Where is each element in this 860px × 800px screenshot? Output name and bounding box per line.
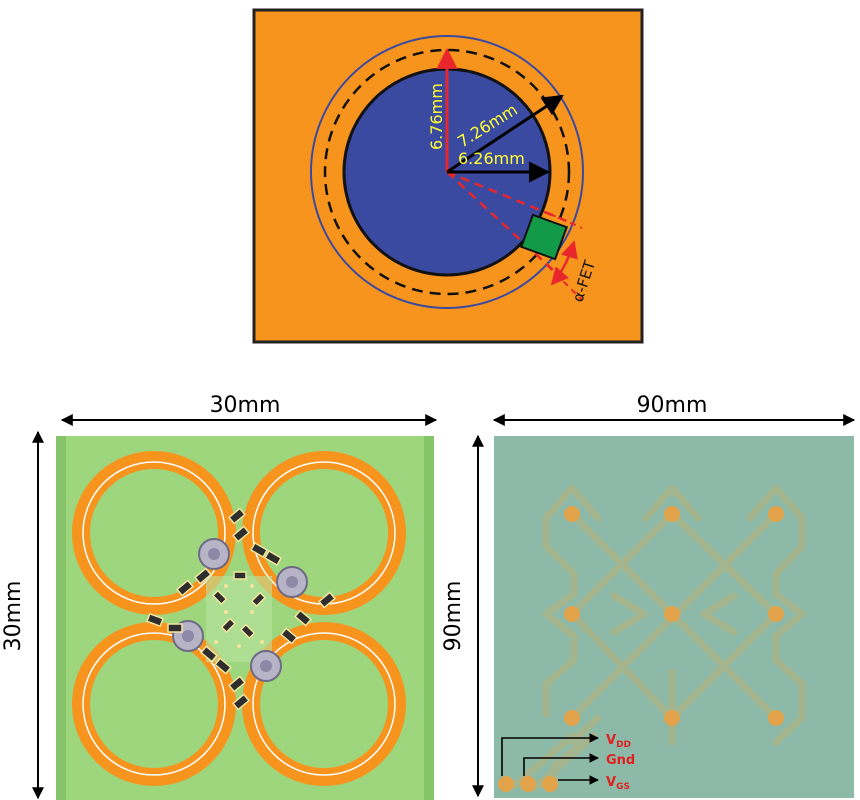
center-pad-area bbox=[206, 576, 272, 662]
smd-part bbox=[239, 623, 256, 640]
smd-part bbox=[228, 507, 246, 525]
solder-pad bbox=[224, 584, 228, 588]
board-edge-left bbox=[56, 436, 66, 800]
outer-ring-outline bbox=[310, 35, 584, 309]
ring-bottom-right bbox=[242, 622, 406, 786]
routing-traces bbox=[510, 484, 806, 792]
switch-angle-arrow bbox=[550, 240, 578, 286]
smd-part bbox=[232, 693, 250, 711]
routing-board: VDD Gnd VGS bbox=[494, 436, 854, 798]
pad bbox=[768, 710, 784, 726]
pin-arrows bbox=[501, 733, 599, 785]
smd-part bbox=[318, 591, 336, 609]
ring-top-left bbox=[72, 451, 236, 615]
pad bbox=[564, 506, 580, 522]
center-components bbox=[146, 507, 336, 711]
vgs-label: VGS bbox=[606, 775, 630, 792]
vdd-label: VDD bbox=[606, 733, 631, 750]
pad-grid bbox=[498, 506, 784, 792]
left-height-label: 30mm bbox=[1, 581, 26, 652]
smd-part bbox=[194, 567, 212, 585]
connector-pad bbox=[542, 776, 558, 792]
pad bbox=[564, 606, 580, 622]
smd-part bbox=[167, 623, 183, 633]
smd-part bbox=[294, 609, 312, 627]
wedge-line-upper-ext bbox=[549, 213, 583, 229]
smd-part bbox=[146, 612, 164, 628]
board-edge-right bbox=[424, 436, 434, 800]
gnd-label: Gnd bbox=[606, 753, 635, 768]
pad bbox=[664, 606, 680, 622]
pad bbox=[564, 710, 580, 726]
right-width-label: 90mm bbox=[637, 393, 708, 418]
smd-part bbox=[176, 579, 194, 597]
pad bbox=[768, 606, 784, 622]
chip-4 bbox=[250, 650, 282, 682]
ring-bottom-left bbox=[72, 622, 236, 786]
chip-1 bbox=[198, 538, 230, 570]
right-dimension-arrows: 90mm 90mm bbox=[441, 393, 856, 798]
smd-part bbox=[214, 657, 232, 675]
smd-part bbox=[228, 675, 246, 693]
solder-pad bbox=[224, 610, 228, 614]
smd-part bbox=[250, 591, 267, 608]
pad bbox=[664, 506, 680, 522]
ring-geometry-diagram: 6.76mm 7.26mm 6.26mm α-FET bbox=[252, 8, 644, 344]
solder-pad bbox=[237, 644, 241, 648]
smd-part bbox=[211, 589, 228, 606]
smd-part bbox=[220, 617, 237, 634]
right-height-label: 90mm bbox=[441, 581, 466, 652]
smd-part bbox=[200, 645, 218, 663]
label-inner-radius: 6.26mm bbox=[458, 149, 525, 168]
four-ring-board bbox=[56, 436, 434, 800]
solder-pad bbox=[250, 584, 254, 588]
smd-part bbox=[280, 627, 298, 645]
chip-2 bbox=[276, 566, 308, 598]
connector-pad bbox=[498, 776, 514, 792]
left-width-label: 30mm bbox=[210, 393, 281, 418]
connector-pad bbox=[520, 776, 536, 792]
smd-part bbox=[233, 571, 247, 580]
wedge-line-lower bbox=[446, 171, 569, 285]
mid-dashed-ring bbox=[323, 48, 571, 296]
pad bbox=[768, 506, 784, 522]
smd-part bbox=[263, 550, 283, 566]
wedge-line-upper bbox=[446, 170, 575, 226]
gnd-arrow bbox=[523, 753, 599, 776]
vdd-arrow bbox=[501, 733, 599, 776]
left-dimension-arrows: 30mm 30mm bbox=[1, 393, 438, 800]
smd-part bbox=[249, 542, 269, 558]
label-mid-radius: 6.76mm bbox=[427, 83, 446, 150]
pad bbox=[664, 710, 680, 726]
solder-pad bbox=[250, 610, 254, 614]
solder-pad bbox=[214, 640, 218, 644]
solder-pad bbox=[260, 640, 264, 644]
smd-part bbox=[232, 525, 250, 543]
radius-arrow-outer bbox=[446, 94, 564, 174]
